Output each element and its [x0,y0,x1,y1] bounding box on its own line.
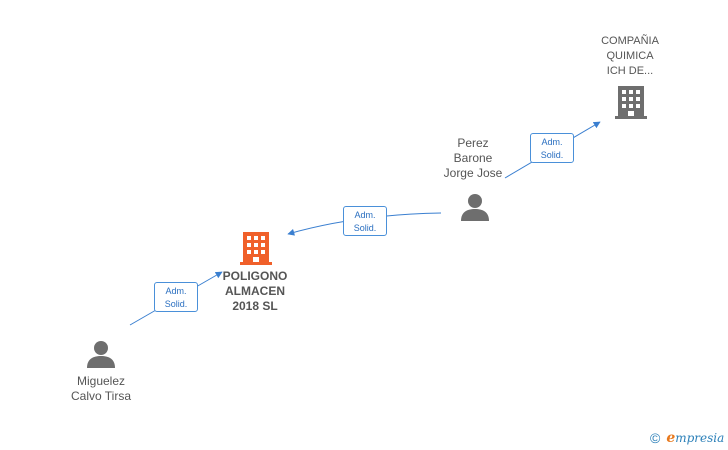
copyright-icon: © [650,430,661,446]
badge-line-1: Adm. [165,286,187,296]
relation-badge[interactable]: Adm. Solid. [530,133,574,163]
relation-badge[interactable]: Adm. Solid. [343,206,387,236]
building-icon[interactable] [239,230,273,266]
node-label-miguelez-calvo: Miguelez Calvo Tirsa [70,374,132,403]
badge-line-2: Solid. [353,223,377,233]
badge-line-2: Solid. [540,150,564,160]
node-label-perez-barone: Perez Barone Jorge Jose [443,136,503,180]
footer-branding: © empresia [650,429,724,447]
brand-logo-rest: mpresia [675,431,725,445]
badge-line-2: Solid. [164,299,188,309]
brand-logo-initial: e [666,430,676,446]
relation-badge[interactable]: Adm. Solid. [154,282,198,312]
badge-line-1: Adm. [354,210,376,220]
person-icon[interactable] [86,339,116,369]
building-icon[interactable] [614,84,648,120]
node-label-poligono-almacen[interactable]: POLIGONO ALMACEN 2018 SL [222,269,288,313]
badge-line-1: Adm. [541,137,563,147]
brand-logo[interactable]: empresia [666,430,724,446]
node-label-compania-quimica: COMPAÑIA QUIMICA ICH DE... [601,35,659,77]
person-icon[interactable] [460,192,490,222]
